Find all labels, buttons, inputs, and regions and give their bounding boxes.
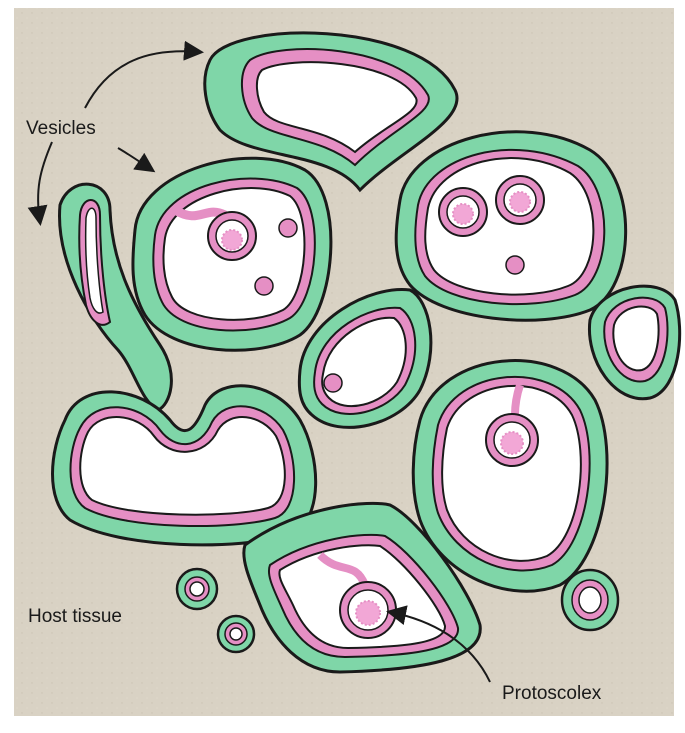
small-vesicle-1: [177, 569, 217, 609]
vesicle-right-upper: [396, 132, 625, 320]
protoscolex-label: Protoscolex: [502, 683, 601, 705]
vesicles-label: Vesicles: [26, 118, 96, 140]
host-tissue-label: Host tissue: [28, 606, 122, 628]
small-vesicle-3: [562, 570, 618, 630]
vesicle-left-center: [133, 158, 331, 350]
small-vesicle-2: [218, 616, 254, 652]
protoscolex: [356, 601, 380, 625]
